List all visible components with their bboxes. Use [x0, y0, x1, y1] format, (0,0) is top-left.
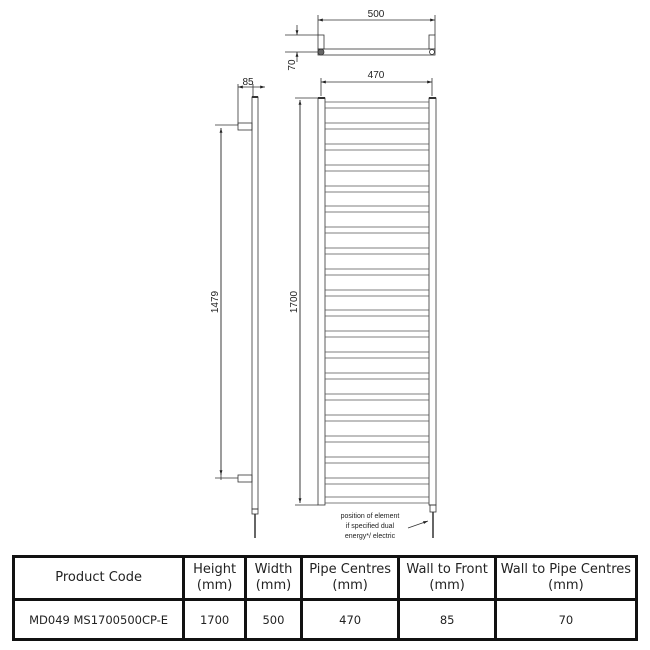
header-product-code: Product Code	[11, 555, 186, 601]
header-width: Width(mm)	[244, 555, 303, 601]
side-bracket-centres-label: 1479	[210, 290, 221, 313]
side-view	[215, 84, 265, 538]
specification-table: Product Code Height(mm) Width(mm) Pipe C…	[11, 555, 639, 641]
top-depth-label: 70	[287, 59, 298, 71]
header-wall-to-front: Wall to Front(mm)	[397, 555, 497, 601]
cell-width: 500	[244, 598, 303, 641]
side-wall-to-front-label: 85	[242, 77, 254, 88]
cell-pipe-centres: 470	[299, 598, 401, 641]
element-note-line-2: if specified dual	[346, 523, 395, 530]
top-width-label: 500	[368, 9, 385, 20]
header-height: Height(mm)	[182, 555, 248, 601]
table-row: MD049 MS1700500CP-E 1700 500 470 85 70	[11, 598, 639, 641]
element-note-line-3: energy*/ electric	[345, 533, 396, 540]
element-note-line-1: position of element	[341, 513, 400, 520]
technical-drawing: 500 70 85 1479	[210, 9, 437, 540]
header-wall-to-pipe-centres: Wall to Pipe Centres(mm)	[493, 555, 639, 601]
cell-product-code: MD049 MS1700500CP-E	[11, 598, 186, 641]
cell-wall-to-pipe-centres: 70	[493, 598, 639, 641]
top-view	[285, 15, 436, 62]
table-header-row: Product Code Height(mm) Width(mm) Pipe C…	[11, 555, 639, 601]
header-pipe-centres: Pipe Centres(mm)	[299, 555, 401, 601]
front-view	[295, 78, 437, 538]
front-height-label: 1700	[289, 290, 300, 313]
front-pipe-centres-label: 470	[368, 70, 385, 81]
cell-wall-to-front: 85	[397, 598, 497, 641]
ladder-bars	[325, 101, 429, 504]
cell-height: 1700	[182, 598, 248, 641]
